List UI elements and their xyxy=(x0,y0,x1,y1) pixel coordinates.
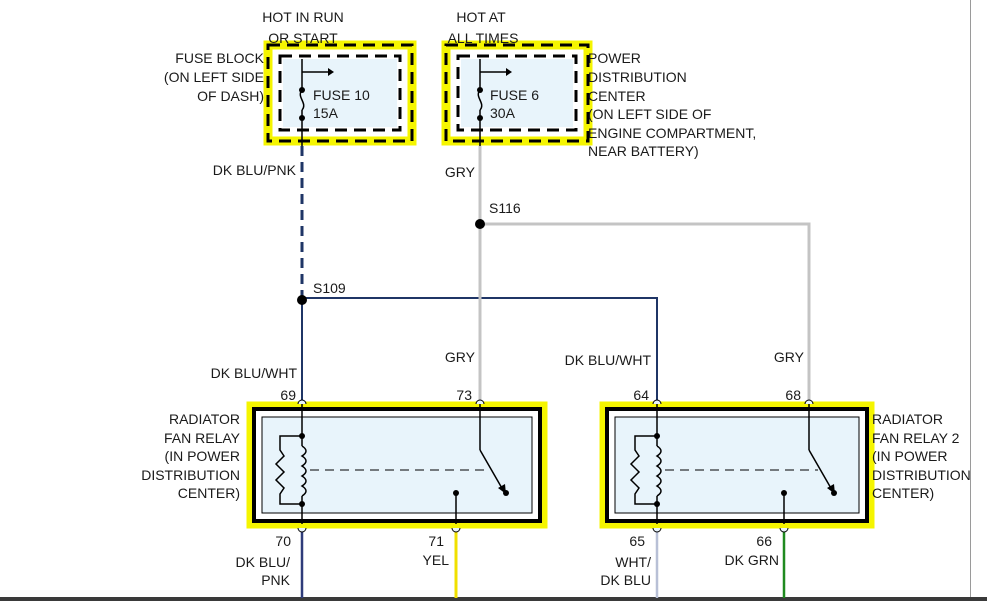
fuse-10-rating: 15A xyxy=(313,105,339,121)
pin-65: 65 xyxy=(629,533,645,549)
wire-label-gry-mid-right: GRY xyxy=(774,349,805,365)
wire-gry-right xyxy=(480,222,811,404)
wire-label-dk-blu-bottom-1: DK BLU/ xyxy=(236,554,291,570)
pdc-label-2: DISTRIBUTION xyxy=(588,69,687,85)
pdc-label-5: ENGINE COMPARTMENT, xyxy=(588,125,756,141)
pin-73: 73 xyxy=(456,387,472,403)
wire-label-gry-mid-left: GRY xyxy=(445,349,476,365)
relay-2-label-5: CENTER) xyxy=(872,485,934,501)
splice-s109-dot xyxy=(297,295,307,305)
hot-at-all-times-label-2: ALL TIMES xyxy=(448,30,519,46)
page-frame-bottom xyxy=(0,597,987,601)
relay-1-label-2: FAN RELAY xyxy=(164,430,241,446)
wires xyxy=(300,146,811,598)
pin-64: 64 xyxy=(633,387,649,403)
wire-label-dk-blu-wht-right: DK BLU/WHT xyxy=(565,352,652,368)
fuse-block-label-1: FUSE BLOCK xyxy=(175,50,264,66)
splice-s116-dot xyxy=(475,219,485,229)
relay-1-label-4: DISTRIBUTION xyxy=(141,467,240,483)
pdc-label-6: NEAR BATTERY) xyxy=(588,143,699,159)
wire-label-yel: YEL xyxy=(423,552,450,568)
pdc-label-4: (ON LEFT SIDE OF xyxy=(588,106,711,122)
fuse-6-box: FUSE 6 30A xyxy=(441,40,593,146)
page-frame-right xyxy=(970,0,971,601)
fuse-block-label-2: (ON LEFT SIDE xyxy=(164,69,264,85)
relay-1-label-1: RADIATOR xyxy=(169,411,240,427)
radiator-fan-relay-box xyxy=(246,401,548,529)
relay-2-label-3: (IN POWER xyxy=(872,448,947,464)
hot-in-run-label-1: HOT IN RUN xyxy=(262,9,343,25)
relay-1-label-5: CENTER) xyxy=(178,485,240,501)
pdc-label-1: POWER xyxy=(588,50,641,66)
radiator-fan-relay-2-box xyxy=(599,401,875,529)
pin-70: 70 xyxy=(275,533,291,549)
pin-66: 66 xyxy=(756,533,772,549)
relay-2-label-2: FAN RELAY 2 xyxy=(872,430,960,446)
hot-at-all-times-label-1: HOT AT xyxy=(456,9,506,25)
fuse-10-name: FUSE 10 xyxy=(313,87,370,103)
relay-2-label-1: RADIATOR xyxy=(872,411,943,427)
splice-s109-label: S109 xyxy=(313,280,346,296)
wire-label-wht-2: DK BLU xyxy=(600,572,651,588)
wire-label-wht-1: WHT/ xyxy=(615,554,651,570)
pdc-label-3: CENTER xyxy=(588,88,646,104)
fuse-10-box: FUSE 10 15A xyxy=(263,40,417,146)
fuse-block-label-3: OF DASH) xyxy=(197,88,264,104)
relay-2-label-4: DISTRIBUTION xyxy=(872,467,971,483)
fuse-6-name: FUSE 6 xyxy=(490,87,539,103)
wire-label-gry-top: GRY xyxy=(445,164,476,180)
wire-label-dk-blu-wht-left: DK BLU/WHT xyxy=(211,365,298,381)
splice-s116-label: S116 xyxy=(489,200,521,216)
wire-label-dk-blu-bottom-2: PNK xyxy=(261,572,290,588)
relay-1-label-3: (IN POWER xyxy=(165,448,240,464)
pin-markers xyxy=(297,399,814,533)
hot-in-run-label-2: OR START xyxy=(268,30,338,46)
pin-71: 71 xyxy=(428,533,444,549)
pin-69: 69 xyxy=(280,387,296,403)
wire-label-dk-blu-pnk-top: DK BLU/PNK xyxy=(213,162,297,178)
fuse-6-rating: 30A xyxy=(490,105,516,121)
wire-dk-blu-wht-right xyxy=(302,297,658,404)
wire-label-dk-grn: DK GRN xyxy=(725,552,779,568)
pin-68: 68 xyxy=(785,387,801,403)
